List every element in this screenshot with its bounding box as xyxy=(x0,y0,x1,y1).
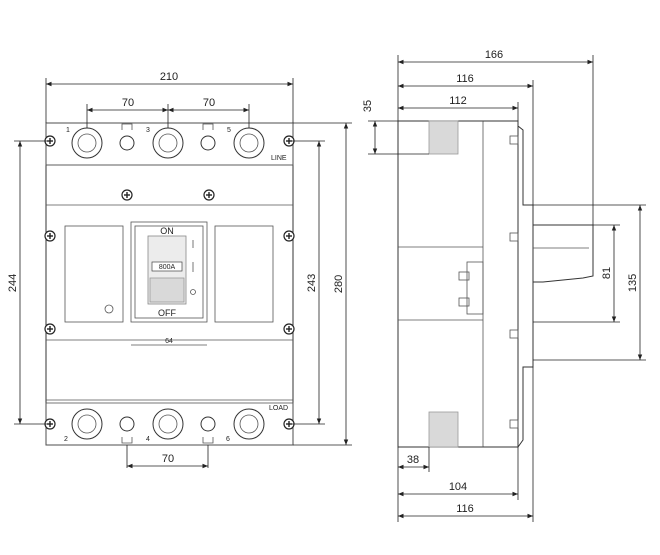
dim-pitch-top-left: 70 xyxy=(122,97,134,109)
terminal-5-hole xyxy=(233,127,265,159)
dim-escutcheon-height: 135 xyxy=(627,274,639,292)
side-handle xyxy=(533,224,594,283)
top-terminal-shroud xyxy=(428,120,459,155)
terminal-number: 1 xyxy=(66,127,70,134)
screw-icon xyxy=(121,189,133,201)
terminal-2-hole xyxy=(71,408,103,440)
screw-icon xyxy=(203,189,215,201)
rating-plate xyxy=(151,261,183,272)
terminal-6-hole xyxy=(233,408,265,440)
dim-pitch-top-right: 70 xyxy=(203,97,215,109)
terminal-number: 5 xyxy=(227,127,231,134)
rating-text: 800A xyxy=(159,264,176,271)
screw-icon xyxy=(283,323,295,335)
dim-base-depth: 112 xyxy=(449,95,467,107)
dim-body-depth-bottom: 116 xyxy=(456,503,474,515)
handle-on-label: ON xyxy=(160,226,174,236)
dim-overall-height: 280 xyxy=(333,275,345,293)
dim-terminal-offset: 35 xyxy=(362,100,374,112)
dim-mount-height-left: 244 xyxy=(7,274,19,292)
left-window xyxy=(64,225,124,323)
dim-overall-depth: 166 xyxy=(485,49,503,61)
line-label: LINE xyxy=(271,155,287,162)
side-view: 166 116 112 35 81 135 38 104 xyxy=(362,49,646,522)
dim-bottom-depth: 104 xyxy=(449,481,467,493)
terminal-number: 6 xyxy=(226,436,230,443)
dim-mount-height-right: 243 xyxy=(306,274,318,292)
dim-terminal-cover: 38 xyxy=(407,454,419,466)
screw-icon xyxy=(44,323,56,335)
side-body xyxy=(397,120,519,448)
handle-escutcheon xyxy=(130,221,208,323)
load-label: LOAD xyxy=(269,405,288,412)
right-window xyxy=(214,225,274,323)
screw-icon xyxy=(283,230,295,242)
dim-body-depth-top: 116 xyxy=(456,73,474,85)
bottom-terminal-shroud xyxy=(428,411,459,448)
terminal-4-hole xyxy=(152,408,184,440)
front-view: 800A ON OFF 64 1 3 5 2 4 6 LINE LOAD 210… xyxy=(7,71,352,469)
handle-width-dim: 64 xyxy=(165,338,173,345)
terminal-number: 2 xyxy=(64,436,68,443)
terminal-number: 4 xyxy=(146,436,150,443)
dim-handle-height: 81 xyxy=(601,267,613,279)
terminal-1-hole xyxy=(71,127,103,159)
terminal-number: 3 xyxy=(146,127,150,134)
handle-off-label: OFF xyxy=(158,308,176,318)
terminal-3-hole xyxy=(152,127,184,159)
screw-icon xyxy=(44,230,56,242)
dim-pitch-bottom: 70 xyxy=(162,453,174,465)
dim-overall-width: 210 xyxy=(160,71,178,83)
